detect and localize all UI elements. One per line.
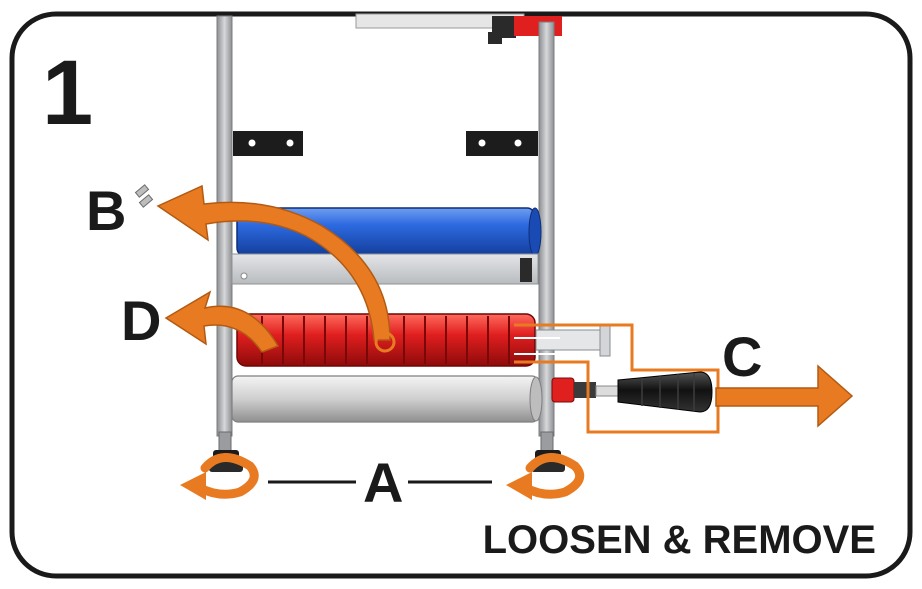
arrow-b — [156, 184, 391, 341]
shaft-handle-assembly — [535, 323, 713, 413]
label-b: B — [86, 179, 126, 242]
b-target-marker — [374, 331, 396, 353]
top-bar — [355, 13, 562, 44]
left-bracket — [233, 131, 303, 156]
arrow-c — [715, 364, 854, 428]
foot-rotate-arrow-left — [195, 453, 259, 499]
step-number: 1 — [42, 42, 93, 144]
foot-arrowhead-right — [506, 472, 532, 500]
label-d: D — [121, 289, 161, 352]
caption: LOOSEN & REMOVE — [483, 518, 876, 562]
foot-arrowhead-left — [180, 472, 206, 500]
foot-rotate-arrow-right — [521, 453, 585, 499]
left-post — [216, 15, 233, 437]
mounting-plate — [231, 253, 539, 285]
arrow-d — [164, 290, 280, 353]
label-c: C — [722, 325, 762, 388]
pin-icon — [134, 184, 154, 208]
label-a: A — [363, 451, 403, 514]
right-bracket — [466, 131, 538, 156]
silver-roller — [231, 375, 543, 423]
